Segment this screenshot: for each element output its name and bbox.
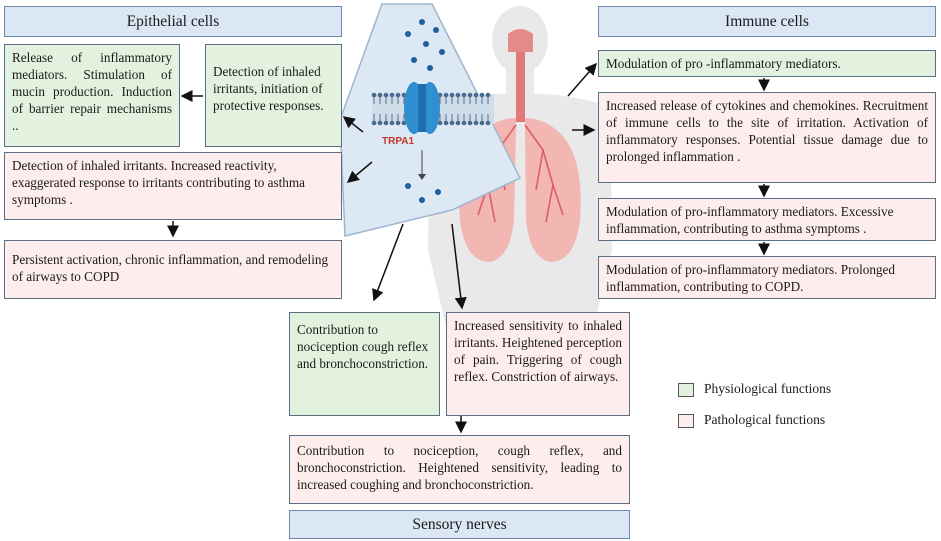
arrow-center-to-asthma bbox=[346, 161, 373, 183]
epithelial-physiological-detection: Detection of inhaled irritants, initiati… bbox=[205, 44, 342, 147]
header-immune-cells: Immune cells bbox=[598, 6, 936, 37]
legend-physiological-label: Physiological functions bbox=[704, 381, 832, 396]
immune-copd: Modulation of pro-inflammatory mediators… bbox=[598, 256, 936, 299]
trpa1-channel bbox=[404, 82, 440, 134]
legend-physiological-swatch bbox=[678, 383, 694, 397]
arrow-center-to-epithelial bbox=[342, 116, 364, 133]
legend-pathological-swatch bbox=[678, 414, 694, 428]
epithelial-physiological-mediators: Release of inflammatory mediators. Stimu… bbox=[4, 44, 180, 147]
header-sensory-nerves: Sensory nerves bbox=[289, 510, 630, 539]
immune-modulation: Modulation of pro -inflammatory mediator… bbox=[598, 50, 936, 77]
arrow-to-immune-modulation bbox=[567, 62, 597, 97]
epithelial-pathological-copd: Persistent activation, chronic inflammat… bbox=[4, 240, 342, 299]
epithelial-pathological-asthma: Detection of inhaled irritants. Increase… bbox=[4, 152, 342, 220]
connector-arrows bbox=[167, 62, 770, 434]
ion-flow-arrowhead bbox=[418, 174, 426, 180]
arrow-center-to-sensory-left bbox=[372, 223, 404, 302]
arrow-center-to-sensory-right bbox=[451, 223, 467, 310]
trpa1-label: TRPA1 bbox=[382, 136, 415, 147]
ions bbox=[405, 19, 445, 203]
sensory-pathological: Increased sensitivity to inhaled irritan… bbox=[446, 312, 630, 416]
sensory-physiological: Contribution to nociception cough reflex… bbox=[289, 312, 440, 416]
legend-pathological-label: Pathological functions bbox=[704, 412, 826, 427]
immune-cytokines: Increased release of cytokines and chemo… bbox=[598, 92, 936, 183]
sensory-combined: Contribution to nociception, cough refle… bbox=[289, 435, 630, 504]
immune-asthma: Modulation of pro-inflammatory mediators… bbox=[598, 198, 936, 241]
header-epithelial-cells: Epithelial cells bbox=[4, 6, 342, 37]
